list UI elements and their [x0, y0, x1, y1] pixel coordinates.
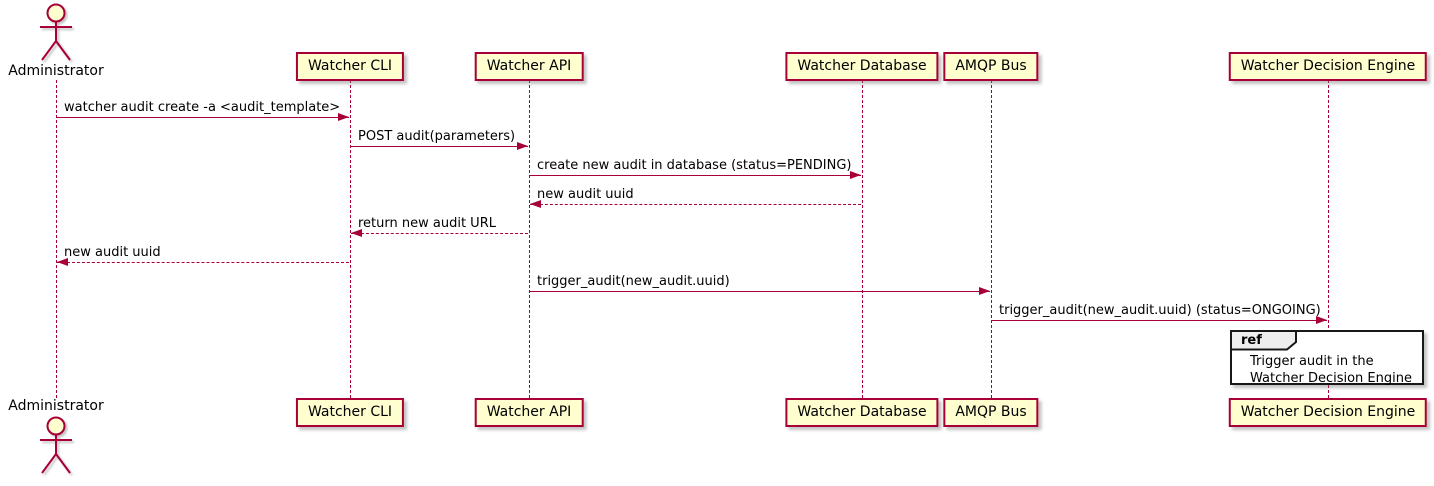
- actor-label: Administrator: [8, 63, 104, 79]
- arrowhead-icon: [517, 142, 528, 150]
- message-line: [530, 175, 861, 176]
- message-label-post-audit-parameters: POST audit(parameters): [358, 129, 516, 144]
- participant-watcher-cli: Watcher CLI: [295, 52, 405, 81]
- participant-watcher-api: Watcher API: [474, 52, 584, 81]
- message-line: [351, 233, 528, 234]
- message-label-trigger-audit-new-audit-uuid: trigger_audit(new_audit.uuid): [537, 274, 730, 289]
- lifeline-watcher-decision-engine: [1328, 80, 1329, 398]
- message-label-watcher-audit-create-a-audit-t: watcher audit create -a <audit_template>: [64, 100, 341, 115]
- message-label-new-audit-uuid: new audit uuid: [64, 245, 161, 260]
- arrowhead-icon: [338, 113, 349, 121]
- actor-label: Administrator: [8, 398, 104, 414]
- arrowhead-icon: [351, 229, 362, 237]
- participant-amqp-bus: AMQP Bus: [943, 398, 1039, 427]
- actor-icon: [37, 416, 75, 480]
- arrowhead-icon: [850, 171, 861, 179]
- participant-watcher-decision-engine: Watcher Decision Engine: [1228, 52, 1428, 81]
- participant-watcher-cli: Watcher CLI: [295, 398, 405, 427]
- message-label-create-new-audit-in-database-s: create new audit in database (status=PEN…: [537, 158, 852, 173]
- message-line: [57, 117, 349, 118]
- message-line: [530, 291, 990, 292]
- message-line: [530, 204, 861, 205]
- message-line: [351, 146, 528, 147]
- arrowhead-icon: [57, 258, 68, 266]
- message-label-return-new-audit-url: return new audit URL: [358, 216, 496, 231]
- message-line: [992, 320, 1327, 321]
- lifeline-amqp-bus: [991, 80, 992, 398]
- lifeline-watcher-database: [862, 80, 863, 398]
- ref-text-line: Watcher Decision Engine: [1250, 370, 1412, 386]
- message-label-trigger-audit-new-audit-uuid-s: trigger_audit(new_audit.uuid) (status=ON…: [999, 303, 1321, 318]
- ref-text-line: Trigger audit in the: [1250, 354, 1374, 369]
- participant-amqp-bus: AMQP Bus: [943, 52, 1039, 81]
- ref-tab-icon: [1230, 330, 1300, 355]
- lifeline-administrator: [56, 80, 57, 398]
- arrowhead-icon: [530, 200, 541, 208]
- message-label-new-audit-uuid: new audit uuid: [537, 187, 634, 202]
- participant-watcher-database: Watcher Database: [785, 398, 939, 427]
- lifeline-watcher-cli: [350, 80, 351, 398]
- participant-watcher-decision-engine: Watcher Decision Engine: [1228, 398, 1428, 427]
- participant-watcher-database: Watcher Database: [785, 52, 939, 81]
- message-line: [57, 262, 349, 263]
- lifeline-watcher-api: [529, 80, 530, 398]
- participant-watcher-api: Watcher API: [474, 398, 584, 427]
- actor-icon: [37, 3, 75, 67]
- ref-keyword: ref: [1241, 333, 1262, 348]
- arrowhead-icon: [979, 287, 990, 295]
- arrowhead-icon: [1316, 316, 1327, 324]
